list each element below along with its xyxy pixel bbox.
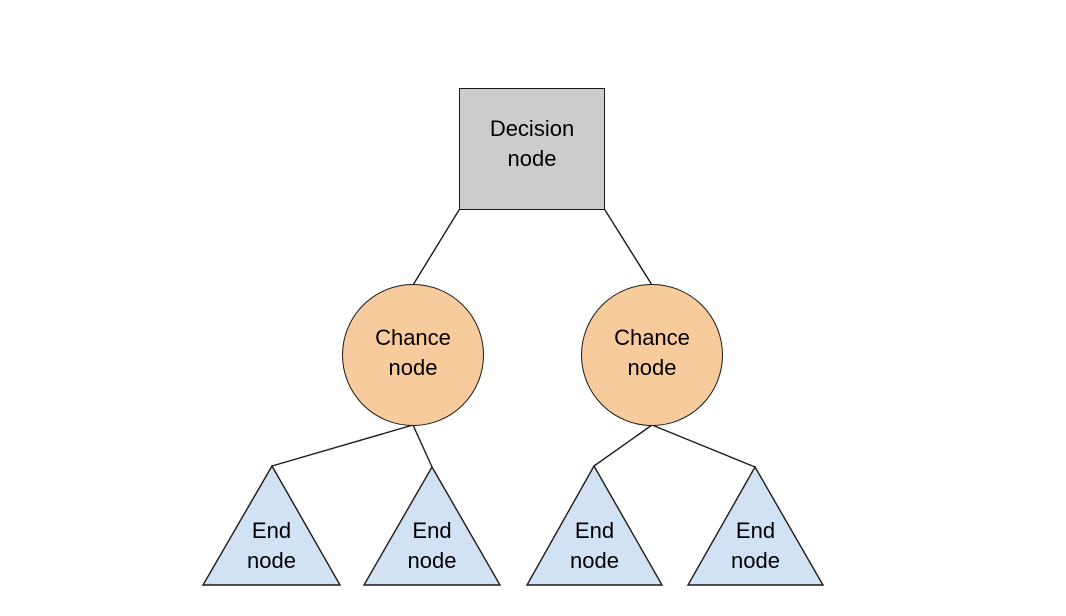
end-node-2-triangle: [362, 465, 502, 586]
connector-chance-1-to-end-3: [651, 424, 756, 468]
decision-node-label: Decision node: [489, 116, 575, 171]
end-node-3-label: End node: [570, 518, 619, 573]
chance-node-1-shape: [342, 284, 484, 426]
chance-node-1-label: Chance node: [375, 325, 451, 380]
end-node-3-triangle: [525, 464, 664, 586]
chance-node-2-shape: [581, 284, 723, 426]
connector-chance-1-to-end-2: [593, 424, 653, 467]
end-node-4-label: End node: [731, 518, 780, 573]
end-node-1-label: End node: [247, 518, 296, 573]
connector-chance-0-to-end-1: [412, 424, 433, 468]
chance-node-2-label: Chance node: [614, 325, 690, 380]
connector-chance-0-to-end-0: [271, 424, 414, 467]
end-node-1-triangle: [201, 464, 342, 586]
end-node-2-label: End node: [407, 518, 457, 573]
end-node-4-triangle: [686, 465, 825, 586]
connector-lines: [271, 209, 756, 468]
connector-decision-to-chance-1: [604, 209, 653, 286]
connector-decision-to-chance-0: [412, 209, 460, 286]
decision-node-shape: [459, 88, 605, 210]
